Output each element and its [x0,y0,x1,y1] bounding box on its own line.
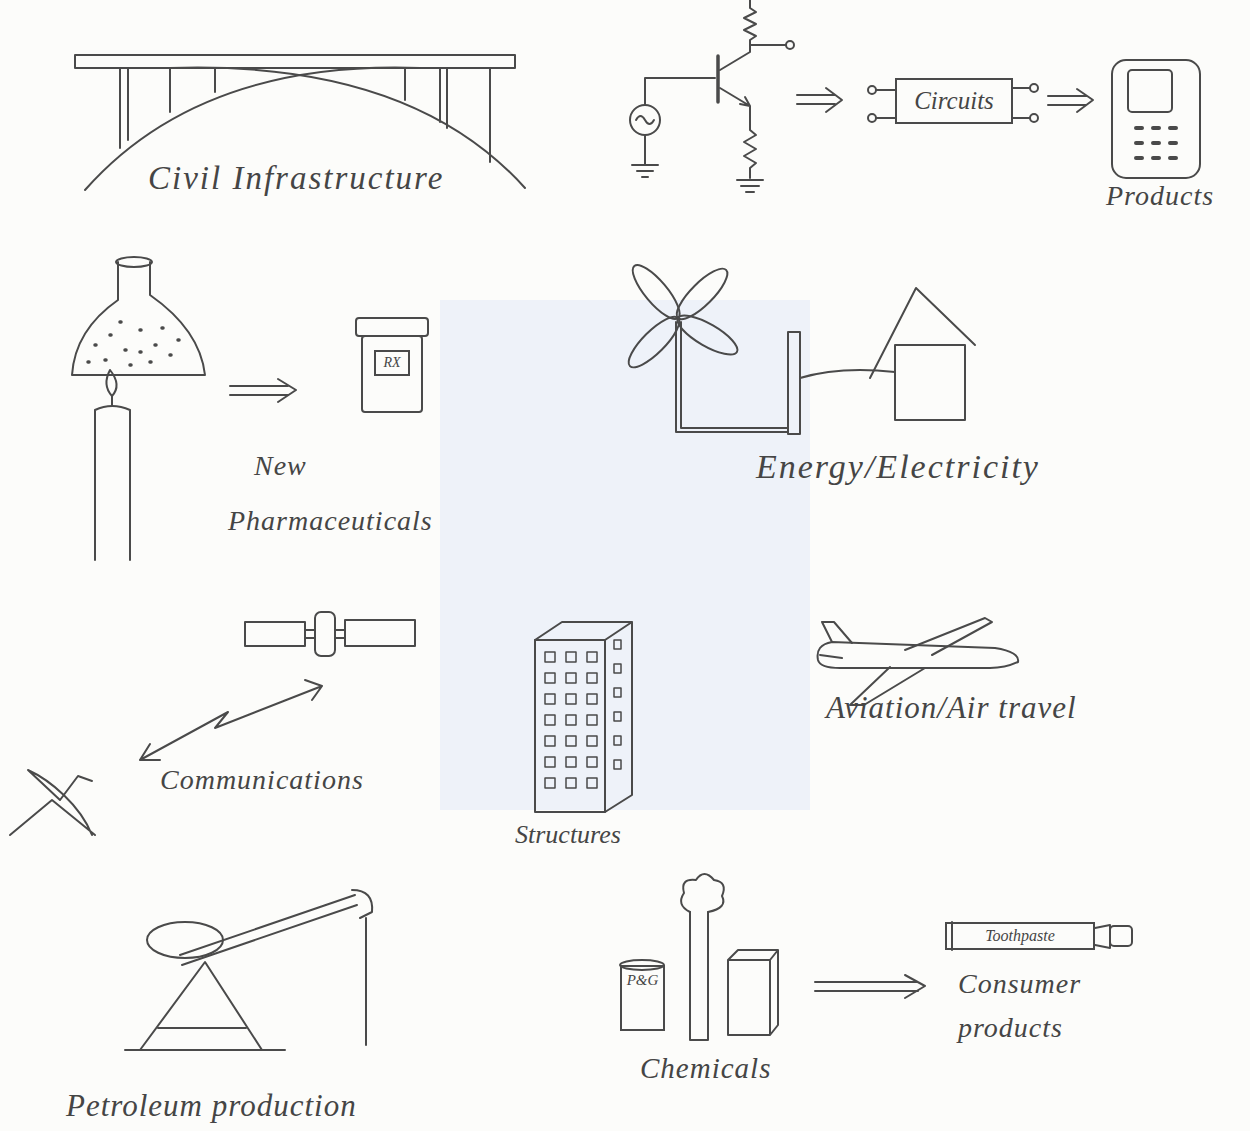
sketch-caption: Petroleum production [66,1088,357,1124]
bottle-cap [356,318,428,336]
sketch-caption: Products [1106,180,1214,212]
double-arrow [815,975,925,998]
toothpaste-tube: Toothpaste [945,922,1095,950]
flask-drawing [72,262,205,375]
terminal-symbol [868,114,876,122]
airplane-tail [820,622,852,658]
pump-horsehead [352,890,372,918]
double-arrow [797,88,842,112]
circuit-block: Circuits [895,78,1013,124]
phone-screen [1128,70,1172,112]
building-drawing [535,622,632,812]
ac-source-symbol [630,105,660,135]
prescription-label: RX [374,350,410,376]
candle-drawing [95,406,130,560]
ground-symbol [737,180,763,192]
node-text: RX [383,356,400,371]
pump-frame [125,962,285,1050]
pump-rod [365,918,367,1045]
sketch-caption: New Pharmaceuticals [228,438,428,548]
sketch-caption: Communications [160,764,364,796]
phone-keypad [1136,128,1176,158]
smoke-cloud [681,874,724,912]
tube-crimp [951,922,953,950]
windmill-tower [676,322,788,432]
satellite-arm [305,630,345,638]
chemical-drum: P&G [620,965,665,1031]
double-arrow [230,379,296,402]
ac-source-symbol [636,116,654,124]
chemical-box [728,950,778,1035]
flask-drawing [116,257,152,267]
sketch-caption: Civil Infrastructure [148,160,444,197]
node-text: P&G [627,973,659,989]
bridge-deck [75,55,515,68]
pencil-lines [10,0,1200,1050]
building-drawing [535,640,605,812]
terminal-symbol [868,86,876,94]
building-window [614,640,621,769]
paper-shade [440,300,810,810]
house-drawing [870,288,975,420]
pill-bottle [362,336,422,412]
flask-contents [88,322,179,365]
sketch-caption: Consumer products [958,962,1098,1050]
pump-beam [180,895,357,965]
satellite-body [315,612,335,656]
phone-drawing [1112,60,1200,178]
windmill-blade [673,308,743,361]
sketch-caption: Energy/Electricity [756,448,1040,486]
solar-panel [245,622,305,646]
sketch-caption: Chemicals [640,1052,771,1085]
resistor-symbol [744,0,756,45]
terminal-lead [876,88,1030,118]
terminal-symbol [786,41,794,49]
bridge-post [120,68,490,162]
satellite-dish [10,770,95,835]
transistor-symbol [716,56,720,102]
transistor-symbol [720,45,750,125]
ground-symbol [632,135,658,177]
battery-box [788,332,800,434]
node-text: Toothpaste [985,928,1055,945]
resistor-symbol [744,125,756,178]
sketch-caption: Structures [515,820,621,850]
double-arrow [1048,89,1093,112]
solar-panel [345,620,415,646]
terminal-symbol [1030,84,1038,92]
candle-flame [106,370,116,405]
signal-arrow [140,680,322,760]
tube-cap [1110,926,1132,946]
node-text: Circuits [914,88,994,114]
tube-neck [1095,925,1110,948]
building-window [545,652,597,788]
terminal-symbol [1030,114,1038,122]
sketch-caption: Aviation/Air travel [826,690,1077,726]
circuit-wire [750,44,786,46]
circuit-wire [645,78,715,105]
smoke-stack [690,912,708,1040]
power-wire [800,370,895,378]
